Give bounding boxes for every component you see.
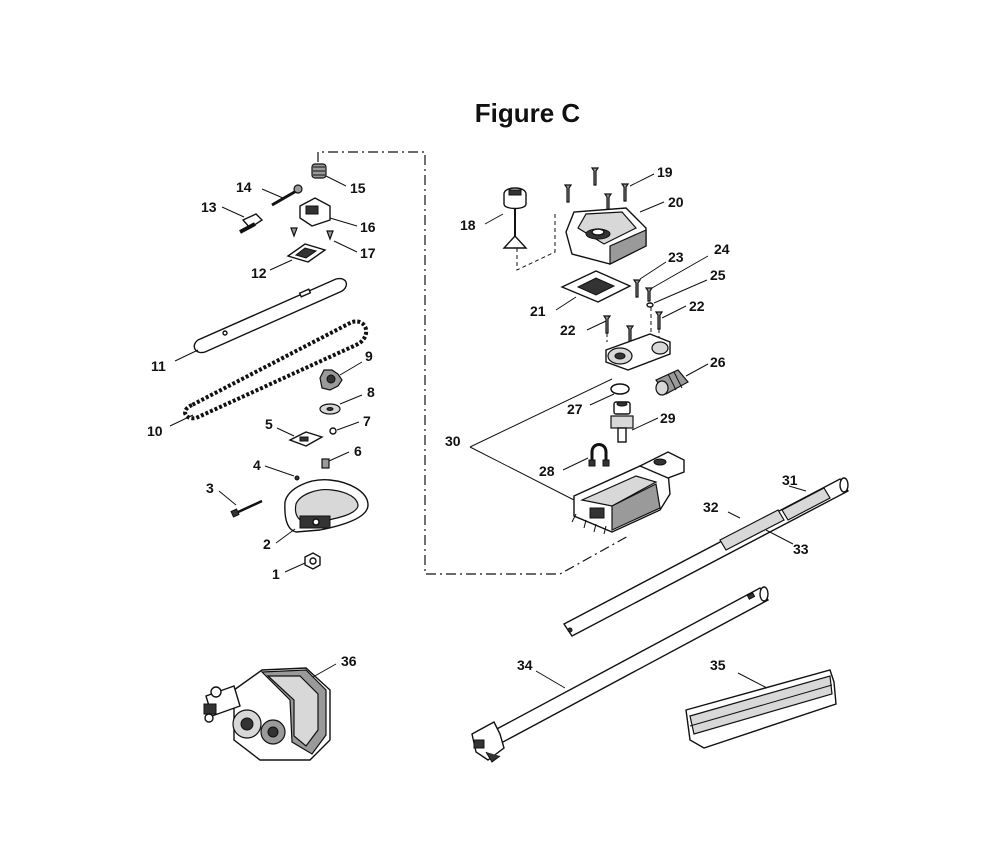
callout-3: 3 xyxy=(206,480,214,496)
part-3-long-bolt xyxy=(230,499,263,518)
callout-7: 7 xyxy=(363,413,371,429)
callout-30: 30 xyxy=(445,433,461,449)
part-10-saw-chain xyxy=(183,319,368,421)
callout-17: 17 xyxy=(360,245,376,261)
part-13-adjuster xyxy=(239,213,264,234)
callout-10: 10 xyxy=(147,423,163,439)
callout-34: 34 xyxy=(517,657,533,673)
part-36-motor-assembly xyxy=(203,667,331,761)
callout-8: 8 xyxy=(367,384,375,400)
part-31-shaft-tube xyxy=(562,477,850,637)
callout-15: 15 xyxy=(350,180,366,196)
part-5-plate xyxy=(288,431,324,447)
part-7-clip xyxy=(329,427,337,435)
part-17-screws xyxy=(290,227,334,241)
part-4-pin xyxy=(294,475,300,481)
callout-22-left: 22 xyxy=(560,322,576,338)
callout-22-right: 22 xyxy=(689,298,705,314)
part-14-tension-screw xyxy=(271,184,303,207)
part-26-bearing xyxy=(655,369,689,396)
part-29-drive-shaft xyxy=(610,401,634,443)
part-12-plate xyxy=(286,243,327,263)
part-16-bracket xyxy=(299,197,331,227)
callout-1: 1 xyxy=(272,566,280,582)
callout-36: 36 xyxy=(341,653,357,669)
callout-25: 25 xyxy=(710,267,726,283)
callout-26: 26 xyxy=(710,354,726,370)
callout-29: 29 xyxy=(660,410,676,426)
callout-14: 14 xyxy=(236,179,252,195)
part-15-nut xyxy=(311,163,327,179)
callout-35: 35 xyxy=(710,657,726,673)
callout-31: 31 xyxy=(782,472,798,488)
part-9-sprocket xyxy=(319,369,343,391)
part-11-guide-bar xyxy=(193,277,347,354)
callout-32: 32 xyxy=(703,499,719,515)
part-35-blade-cover xyxy=(685,669,837,749)
callout-33: 33 xyxy=(793,541,809,557)
callout-28: 28 xyxy=(539,463,555,479)
callout-16: 16 xyxy=(360,219,376,235)
gear-shaft-assembly xyxy=(605,333,671,371)
callout-18: 18 xyxy=(460,217,476,233)
callout-9: 9 xyxy=(365,348,373,364)
callout-6: 6 xyxy=(354,443,362,459)
part-24-screw xyxy=(644,287,654,302)
part-1-nut xyxy=(304,552,321,570)
part-23-screw xyxy=(632,279,642,298)
callout-19: 19 xyxy=(657,164,673,180)
callout-24: 24 xyxy=(714,241,730,257)
part-8-washer xyxy=(319,403,341,415)
callout-labels: 1 2 3 4 5 6 7 8 9 10 11 12 13 14 15 16 1… xyxy=(147,164,809,673)
callout-21: 21 xyxy=(530,303,546,319)
callout-23: 23 xyxy=(668,249,684,265)
part-30-lower-gear-housing xyxy=(571,451,685,535)
callout-27: 27 xyxy=(567,401,583,417)
callout-5: 5 xyxy=(265,416,273,432)
part-21-gasket xyxy=(560,270,632,303)
part-19-screws xyxy=(563,167,630,212)
assembly-boundary-line xyxy=(317,151,631,575)
callout-20: 20 xyxy=(668,194,684,210)
part-20-upper-gear-housing xyxy=(565,207,647,265)
callout-12: 12 xyxy=(251,265,267,281)
figure-title: Figure C xyxy=(474,98,581,128)
part-2-gear-cover xyxy=(284,479,369,533)
part-28-u-bolt xyxy=(588,443,610,467)
part-25-washer xyxy=(646,302,654,308)
part-27-o-ring xyxy=(610,383,630,395)
part-6-bolt xyxy=(321,458,330,469)
callout-13: 13 xyxy=(201,199,217,215)
callout-2: 2 xyxy=(263,536,271,552)
callout-4: 4 xyxy=(253,457,261,473)
part-34-extension-pole xyxy=(471,586,770,763)
part-18-oil-cap xyxy=(502,187,528,249)
callout-11: 11 xyxy=(151,358,166,374)
